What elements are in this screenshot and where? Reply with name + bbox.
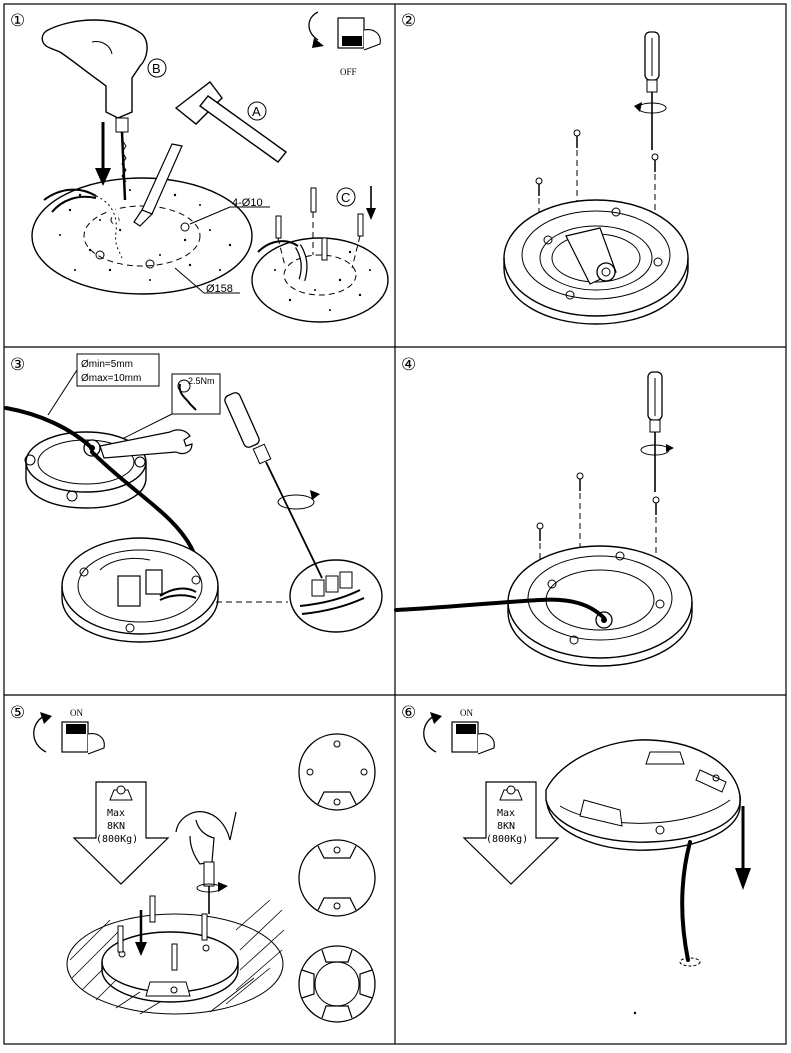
fixture-housing-closed	[507, 545, 693, 667]
panel-number-3: ③	[10, 355, 25, 375]
concrete-base-illustration	[31, 177, 253, 295]
torque-label: 2.5Nm	[188, 376, 215, 386]
max-load-line-2: 8KN	[107, 821, 125, 832]
panel-number-5: ⑤	[10, 703, 25, 723]
anchor-pins-icon	[275, 187, 364, 269]
panel-number-1: ①	[10, 11, 25, 31]
insert-arrow-icon	[95, 122, 111, 186]
panel-number-4: ④	[401, 355, 416, 375]
step-2-fixture-base	[503, 31, 689, 325]
cable-min-label: Ømin=5mm	[81, 359, 133, 370]
panel-number-2: ②	[401, 11, 416, 31]
fixture-cover-installed	[101, 931, 239, 1003]
anchor-plug-icon	[133, 143, 183, 227]
diameter-dimension-label: Ø158	[206, 283, 233, 295]
ground-hatching	[66, 899, 285, 1015]
concrete-speckles	[59, 189, 232, 281]
screwdriver-icon	[647, 371, 663, 492]
hand-icon	[175, 811, 237, 914]
holes-dimension-label: 4-Ø10	[232, 197, 263, 209]
cover-variant-2-window	[298, 733, 376, 811]
max-load-line-2: 8KN	[497, 821, 515, 832]
max-load-arrow-icon	[72, 781, 170, 885]
power-cable	[4, 406, 94, 450]
tool-a-label: A	[252, 104, 261, 119]
step-4-assembly	[394, 371, 693, 667]
power-switch-off-icon	[308, 11, 381, 51]
power-cable	[680, 840, 692, 962]
screwdriver-icon	[224, 392, 323, 579]
fixture-housing-illustration	[503, 199, 689, 325]
switch-on-label: ON	[70, 708, 83, 718]
max-load-arrow-icon	[462, 781, 560, 885]
switch-on-label: ON	[460, 708, 473, 718]
max-load-line-3: (800Kg)	[486, 834, 528, 845]
cable-max-label: Ømax=10mm	[81, 373, 141, 384]
down-arrow-icon	[735, 806, 751, 890]
torque-wrench-icon	[171, 373, 221, 415]
screw-icons	[117, 895, 208, 971]
max-load-line-3: (800Kg)	[96, 834, 138, 845]
rotate-arrow-icon	[277, 490, 320, 510]
step-5-cover: ON Max 8KN (800Kg)	[33, 708, 376, 1023]
step-1-drilling: B A 4-Ø10 Ø158 OFF C	[31, 11, 389, 323]
panel-grid	[3, 3, 787, 1045]
power-switch-on-icon	[33, 712, 105, 755]
switch-off-label: OFF	[340, 67, 357, 77]
down-arrow-icon	[366, 186, 376, 220]
rotate-arrow-icon	[640, 444, 674, 456]
step-6-installed: ON Max 8KN (800Kg)	[423, 708, 751, 1015]
tool-b-label: B	[152, 61, 161, 76]
rotate-arrow-icon	[196, 882, 228, 893]
step-c-label: C	[341, 190, 350, 205]
panel-number-6: ⑥	[401, 703, 416, 723]
fixture-complete-illustration	[545, 739, 741, 851]
max-load-line-1: Max	[107, 808, 125, 819]
max-load-line-1: Max	[497, 808, 515, 819]
terminal-detail-illustration	[289, 559, 383, 633]
cable-spec-box	[76, 353, 160, 387]
screwdriver-icon	[644, 31, 660, 150]
wrench-icon	[99, 429, 193, 459]
power-switch-on-icon	[423, 712, 495, 755]
hammer-icon	[174, 81, 288, 163]
cover-variant-4-windows	[298, 945, 376, 1023]
power-cable	[394, 597, 606, 620]
drill-icon	[41, 19, 148, 201]
step-3-wiring: Ømin=5mm Ømax=10mm 2.5Nm	[4, 353, 383, 643]
rotate-arrow-icon	[634, 102, 667, 114]
cover-variant-2-windows	[298, 839, 376, 917]
concrete-base-small	[251, 237, 389, 323]
fixture-housing-open	[61, 537, 219, 643]
